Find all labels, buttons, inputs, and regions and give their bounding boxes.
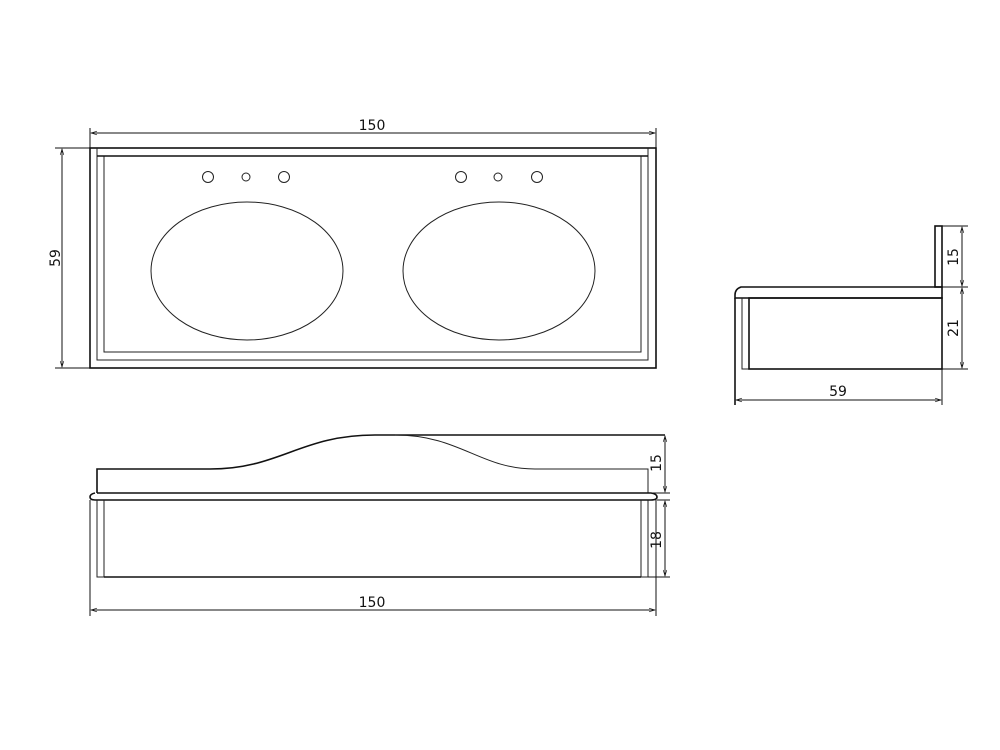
dimension-label: 21 [946,319,962,337]
dimension-label: 150 [359,595,386,611]
faucet-holes-left [202,171,290,183]
dimension-label: 15 [946,248,962,266]
dimension-depth-top: 59 [48,147,90,369]
dimension-18-front: 18 [648,499,670,578]
top-view: 150 59 [48,118,657,369]
backsplash-top [96,434,665,493]
side-view: 15 21 59 [734,225,968,405]
backsplash-curve [394,434,649,493]
countertop-outline [89,147,657,369]
dimension-15-front: 15 [648,436,670,494]
dimension-label: 59 [829,384,847,400]
front-view: 150 15 18 [89,434,670,616]
dimension-label: 15 [649,454,665,472]
backsplash [934,225,943,288]
dimension-label: 59 [48,249,64,267]
basin-right [402,201,596,341]
dimension-label: 18 [649,531,665,549]
dimension-15-side: 15 [942,225,968,288]
dimension-21-side: 21 [942,288,968,370]
dimension-width-top: 150 [89,118,657,148]
countertop [89,492,658,501]
cabinet [748,297,943,370]
inner-edge [96,148,649,361]
dimension-width-front: 150 [89,500,657,616]
basin-left [150,201,344,341]
faucet-holes-right [455,171,543,183]
countertop [734,286,943,299]
dimension-label: 150 [359,118,386,134]
dimension-59-side: 59 [736,369,943,405]
inner-edge-2 [103,156,642,353]
